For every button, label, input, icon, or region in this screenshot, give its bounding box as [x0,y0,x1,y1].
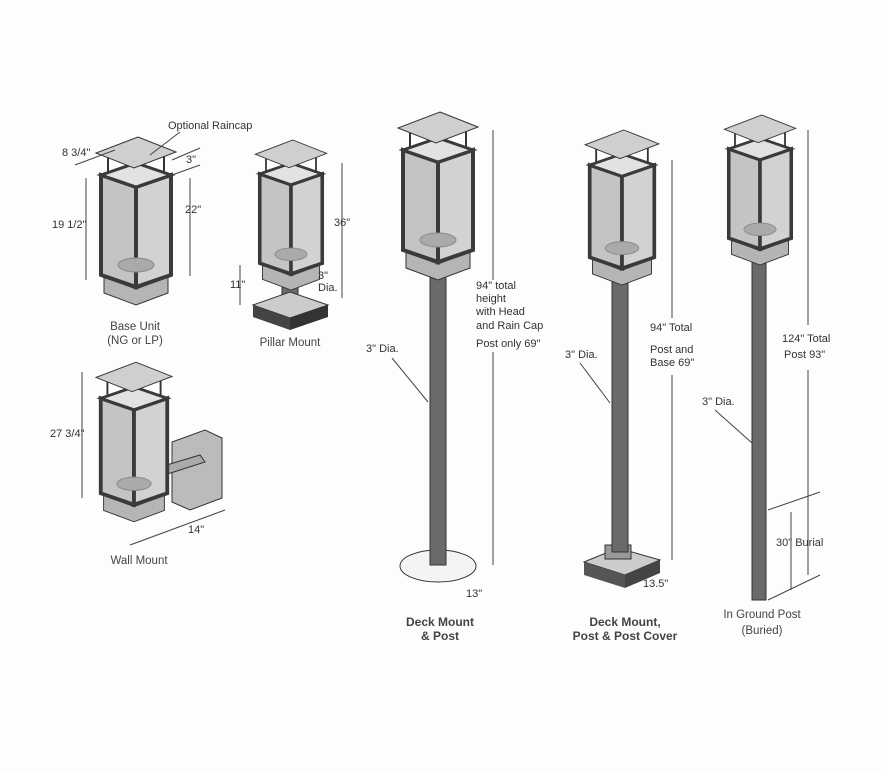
caption-sub: & Post [421,629,459,643]
note-line: Post only 69" [476,338,541,350]
base-unit-figure: Optional Raincap 8 3/4" 3" 19 1/2" 22" B… [52,120,252,347]
dia-label: 3" Dia. [366,343,399,355]
lantern-head [583,128,661,287]
caption-sub: (Buried) [742,625,783,637]
post [751,254,767,601]
caption: Deck Mount [406,615,474,629]
lantern-head [253,138,329,292]
dia-label: 3" Dia. [702,396,735,408]
dia-label-2: Dia. [318,282,338,294]
pillar-mount-figure: 36" 11" 3" Dia. Pillar Mount [230,138,350,349]
deck-mount-cover-figure: 94" Total Post and Base 69" 3" Dia. 13.5… [565,128,694,643]
note-line: and Rain Cap [476,320,543,332]
note-line: with Head [475,306,525,318]
glass-height-label: 19 1/2" [52,219,87,231]
width-label: 8 3/4" [62,147,90,159]
caption: Deck Mount, [589,615,660,629]
caption: Wall Mount [110,555,168,567]
post [429,264,447,566]
caption: Pillar Mount [260,337,322,349]
caption: In Ground Post [723,609,801,621]
optional-raincap-label: Optional Raincap [168,120,252,132]
lantern-head [94,360,174,524]
pillar-height-label: 11" [230,279,245,291]
post-base-label: Post and [650,344,693,356]
caption-sub: Post & Post Cover [573,629,678,643]
total-label: 94" Total [650,322,692,334]
lantern-head [722,113,798,267]
dia-label: 3" Dia. [565,349,598,361]
post [611,269,629,553]
post-base-label-2: Base 69" [650,357,694,369]
note-line: height [476,293,506,305]
caption: Base Unit [110,321,161,333]
lantern-head [94,135,178,307]
burial-label: 30" Burial [776,537,823,549]
base-width-label: 13.5" [643,578,668,590]
height-label: 36" [334,217,350,229]
wall-mount-figure: 27 3/4" 14" Wall Mount [50,360,226,567]
post-label: Post 93" [784,349,825,361]
in-ground-post-figure: 124" Total Post 93" 3" Dia. 30" Burial I… [702,113,830,637]
note-line: 94" total [476,280,516,292]
total-height-label: 22" [185,204,201,216]
cap-gap-label: 3" [186,154,196,166]
base-width-label: 13" [466,588,482,600]
depth-label: 14" [188,524,204,536]
dia-label: 3" [318,270,328,282]
height-label: 27 3/4" [50,428,85,440]
total-label: 124" Total [782,333,830,345]
deck-mount-post-figure: 3" Dia. 94" total height with Head and R… [366,110,564,643]
caption-sub: (NG or LP) [107,335,163,347]
lantern-head [396,110,480,282]
